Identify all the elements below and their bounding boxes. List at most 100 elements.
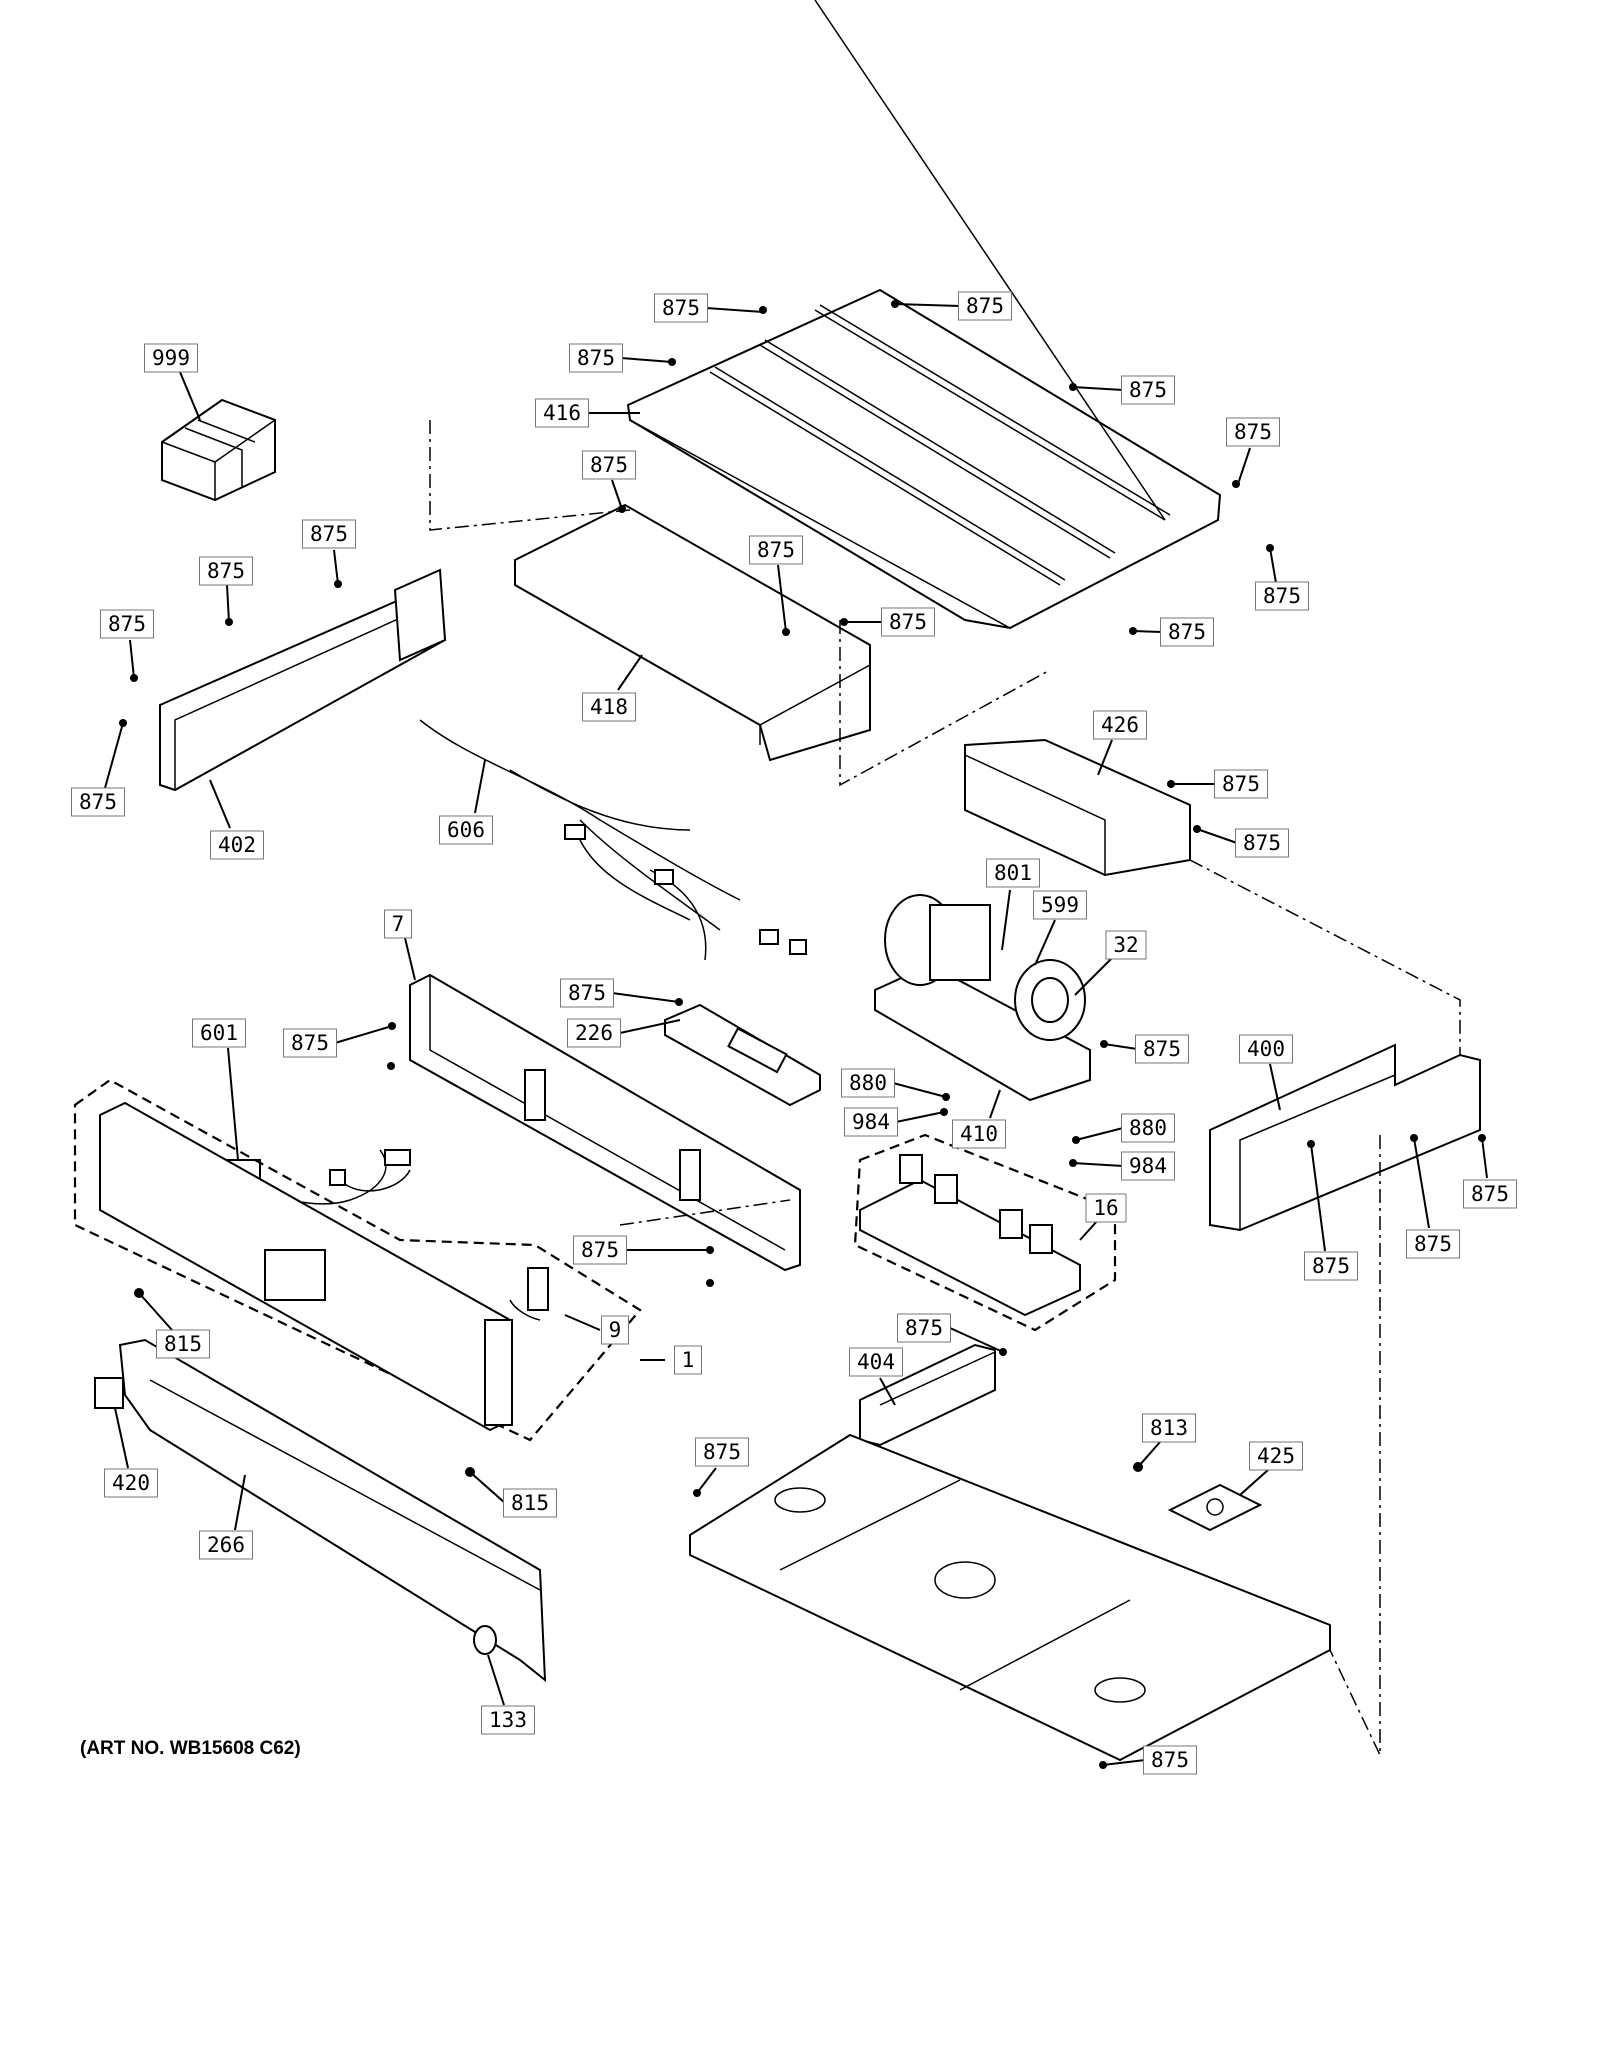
leader-line [989,1089,1001,1119]
callout-875: 875 [582,450,636,510]
callout-label: 984 [852,1110,890,1134]
leader-line [611,992,680,1003]
callout-404: 404 [849,1347,903,1406]
callout-875: 875 [283,1025,393,1058]
leader-line [617,654,643,691]
part-32-blower [874,894,1091,1102]
callout-label: 880 [1129,1116,1167,1140]
part-416-top-cover [626,0,1222,630]
callout-875: 875 [1406,1137,1460,1259]
callout-875: 875 [1304,1143,1358,1281]
callout-label: 402 [218,833,256,857]
callout-box [1235,828,1289,858]
callout-box [1160,617,1214,647]
callout-label: 418 [590,695,628,719]
callout-875: 875 [199,556,253,623]
callout-601: 601 [192,1018,246,1161]
part-601-harness [224,1149,411,1205]
callout-box [654,293,708,323]
callout-box [199,1530,253,1560]
leader-line [1481,1137,1488,1179]
callout-label: 875 [310,522,348,546]
callout-875: 875 [897,1313,1004,1353]
callout-label: 815 [164,1332,202,1356]
callout-label: 875 [905,1316,943,1340]
callout-984: 984 [1072,1151,1175,1181]
leader-line [619,1019,681,1034]
part-7-control-bracket [409,973,801,1272]
callout-label: 875 [1151,1748,1189,1772]
leader-line [1072,386,1124,391]
callout-875: 875 [71,722,125,817]
leader-line [1132,630,1163,633]
leader-line [129,639,135,679]
leader-line [138,1292,173,1331]
leader-line [234,1474,246,1531]
leader-line [949,1327,1004,1353]
callout-875: 875 [302,519,356,585]
callout-label: 875 [889,610,927,634]
callout-425: 425 [1239,1441,1303,1496]
callout-box [1214,769,1268,799]
part-floor-panel [689,1433,1331,1762]
callout-label: 16 [1093,1196,1118,1220]
leader-line [209,779,231,829]
callout-label: 133 [489,1708,527,1732]
callout-box [582,692,636,722]
callout-label: 606 [447,818,485,842]
callout-875: 875 [100,609,154,679]
leader-line [179,371,201,421]
callout-label: 226 [575,1021,613,1045]
callout-7: 7 [384,909,416,981]
callout-875: 875 [1463,1137,1517,1209]
callout-label: 875 [79,790,117,814]
leader-line [895,1111,945,1123]
callout-label: 426 [1101,713,1139,737]
callout-box [1463,1179,1517,1209]
callout-box [210,830,264,860]
leader-line [227,1047,239,1161]
callout-875: 875 [1171,769,1268,799]
callout-133: 133 [481,1654,535,1735]
callout-box [1142,1413,1196,1443]
callout-606: 606 [439,759,493,845]
leader-line [334,1025,393,1044]
leader-line [611,479,623,510]
callout-box [71,787,125,817]
part-426-bracket [964,738,1191,877]
leader-line [474,759,486,814]
callout-box [384,909,412,939]
callout-label: 425 [1257,1444,1295,1468]
callout-box [503,1488,557,1518]
callout-label: 875 [577,346,615,370]
leader-line [1237,447,1251,485]
leader-line [777,564,787,633]
callout-box [1085,1193,1127,1223]
callout-box [749,535,803,565]
part-999-box [161,398,276,502]
callout-box [567,1018,621,1048]
callout-box [1249,1441,1303,1471]
callout-813: 813 [1137,1413,1196,1468]
callout-402: 402 [209,779,264,860]
callout-label: 984 [1129,1154,1167,1178]
callout-label: 875 [1263,584,1301,608]
callout-420: 420 [104,1407,158,1498]
callout-400: 400 [1239,1034,1293,1111]
leader-line [1137,1441,1161,1468]
leader-line [1097,739,1113,776]
leader-line [564,1314,601,1331]
callout-label: 875 [757,538,795,562]
callout-label: 875 [1222,772,1260,796]
part-133-bumper [473,1625,497,1655]
callout-label: 875 [662,296,700,320]
callout-label: 875 [1243,831,1281,855]
callout-label: 875 [581,1238,619,1262]
leader-line [1103,1043,1138,1050]
callout-880: 880 [841,1068,947,1098]
callout-418: 418 [582,654,643,722]
callout-label: 32 [1113,933,1138,957]
leader-line [226,584,230,623]
callout-label: 815 [511,1491,549,1515]
callout-box [1143,1745,1197,1775]
